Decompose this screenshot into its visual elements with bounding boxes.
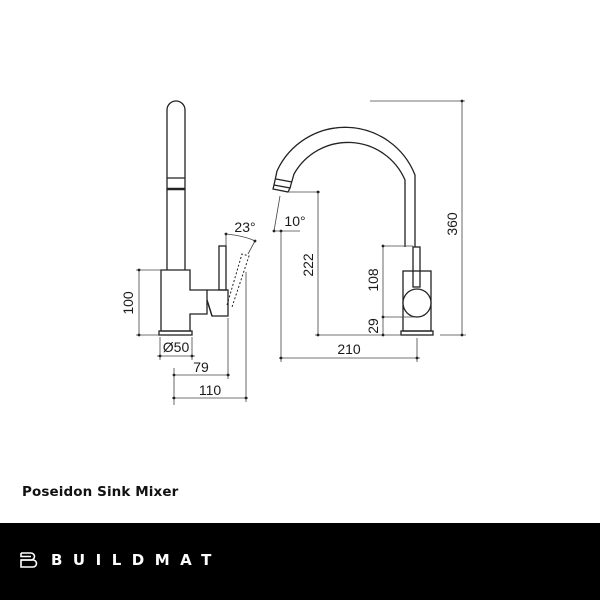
brand-logo[interactable]: BUILDMAT (20, 551, 222, 569)
side-view-dimension-lines (136, 232, 257, 405)
dim-front-handle-center-height: 29 (365, 318, 381, 334)
dim-front-spout-angle: 10° (284, 213, 305, 229)
brand-name: BUILDMAT (51, 551, 222, 569)
b-logo-icon (20, 552, 38, 568)
dim-front-outlet-height: 222 (300, 253, 316, 277)
dim-side-handle-reach: 79 (193, 359, 209, 375)
front-view-faucet (272, 126, 434, 336)
front-view-dimension-lines (272, 99, 466, 362)
technical-drawing: 100 Ø50 79 110 23° (120, 99, 466, 405)
side-view-faucet (158, 100, 250, 336)
dim-side-handle-swing-reach: 110 (199, 382, 222, 398)
dim-side-body-height: 100 (120, 291, 136, 315)
dim-front-spout-reach: 210 (337, 341, 361, 357)
dim-front-overall-height: 360 (444, 212, 460, 236)
brand-footer: BUILDMAT (0, 523, 600, 600)
dim-front-body-height: 108 (365, 268, 381, 292)
dim-side-handle-angle: 23° (234, 219, 255, 235)
dim-side-base-diameter: Ø50 (163, 339, 190, 355)
product-title: Poseidon Sink Mixer (22, 484, 179, 500)
